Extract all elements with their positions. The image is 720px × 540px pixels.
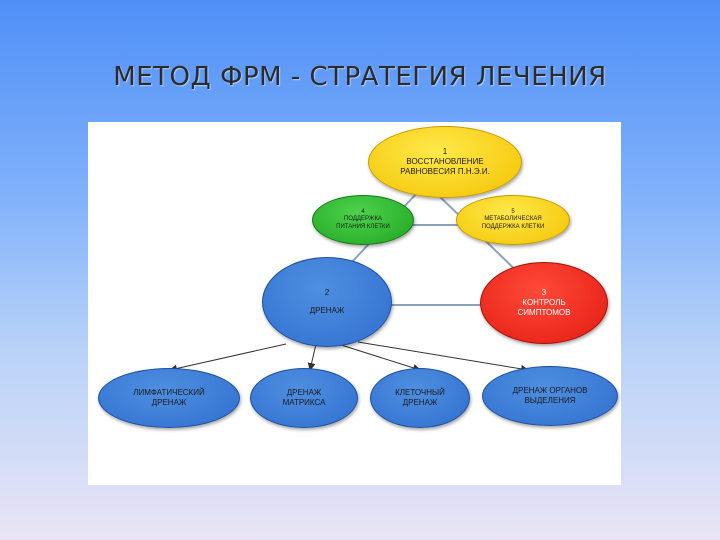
- node-excretory-organs-drainage: ДРЕНАЖ ОРГАНОВ ВЫДЕЛЕНИЯ: [482, 366, 618, 426]
- node-cell-nutrition: 4 ПОДДЕРЖКА ПИТАНИЯ КЛЕТКИ: [312, 195, 414, 245]
- node-cellular-drainage: КЛЕТОЧНЫЙ ДРЕНАЖ: [370, 368, 470, 428]
- diagram-panel: 1 ВОССТАНОВЛЕНИЕ РАВНОВЕСИЯ П.Н.Э.И. 4 П…: [88, 122, 621, 485]
- node-symptom-control: 3 КОНТРОЛЬ СИМПТОМОВ: [480, 262, 608, 344]
- arrow-to-d4: [357, 341, 529, 373]
- slide-title: МЕТОД ФРМ - СТРАТЕГИЯ ЛЕЧЕНИЯ: [113, 62, 607, 92]
- node-metabolic-support: 5 МЕТАБОЛИЧЕСКАЯ ПОДДЕРЖКА КЛЕТКИ: [456, 195, 570, 245]
- arrow-to-d3: [337, 343, 421, 372]
- arrow-to-d1: [169, 343, 287, 373]
- node-matrix-drainage: ДРЕНАЖ МАТРИКСА: [250, 368, 358, 428]
- arrow-to-d2: [307, 343, 317, 371]
- node-lymphatic-drainage: ЛИМФАТИЧЕСКИЙ ДРЕНАЖ: [98, 368, 240, 428]
- node-drainage: 2 ДРЕНАЖ: [262, 257, 392, 347]
- node-restore-balance: 1 ВОССТАНОВЛЕНИЕ РАВНОВЕСИЯ П.Н.Э.И.: [368, 126, 522, 198]
